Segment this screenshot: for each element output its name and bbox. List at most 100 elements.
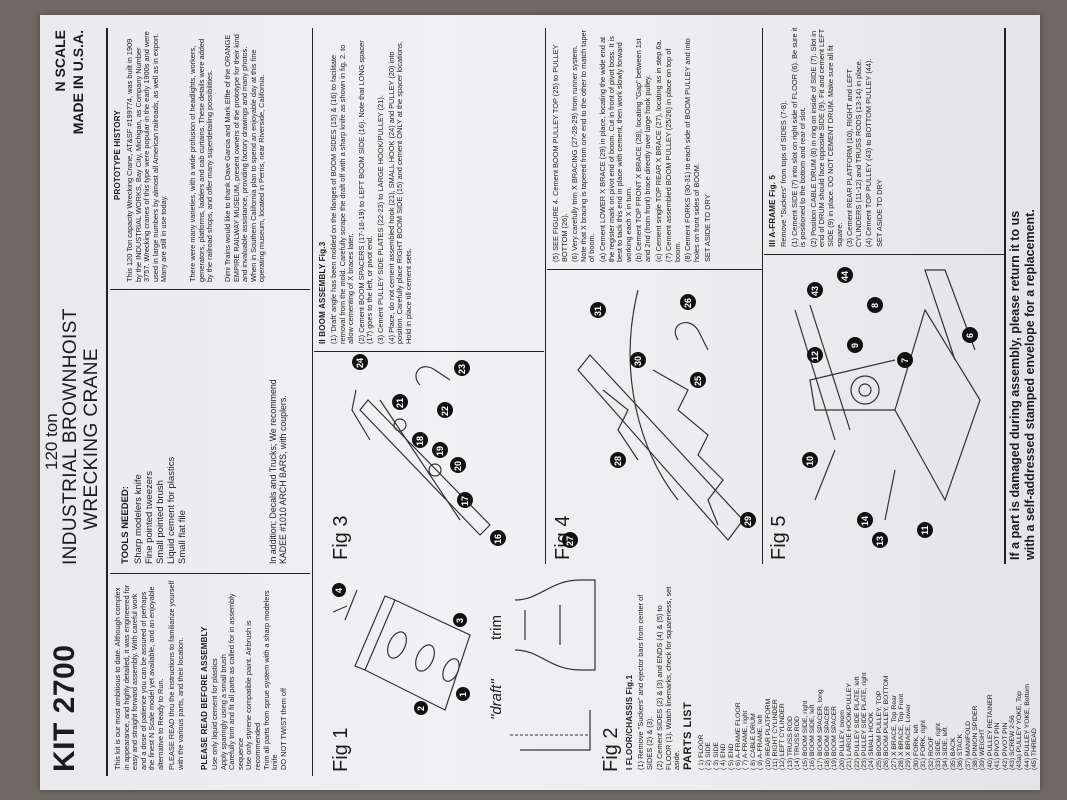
parts-list-item: (17) BOOM SPACER, long <box>816 689 824 770</box>
svg-text:2: 2 <box>416 706 426 711</box>
svg-text:21: 21 <box>395 398 405 408</box>
parts-list-item: (10) REAR PLATFORM <box>764 698 772 770</box>
parts-list-item: (32) ROOF <box>927 736 935 770</box>
callout-8: 8 <box>867 297 883 313</box>
parts-list-item: (29) X BRACE, Lower <box>905 703 913 770</box>
parts-list-item: (37) MANIFOLD <box>964 720 972 770</box>
parts-list-item: (40) PULLEY RETAINER <box>986 694 994 770</box>
step-item: (8) Cement FORKS (30-31) to each side of… <box>683 38 701 262</box>
step-item: (a) Cement LOWER X BRACE (29) in place, … <box>597 36 633 262</box>
title-tonnage: 120 ton <box>42 413 61 470</box>
parts-list-item: (31) FORK, right <box>920 720 928 770</box>
parts-list-title: PARTS LIST <box>682 701 694 770</box>
history-title: PROTOTYPE HISTORY <box>113 110 122 200</box>
parts-list-item: (14) TRUSS ROD <box>794 716 802 770</box>
intro-read-note: PLEASE READ thru the instructions to fam… <box>167 580 185 770</box>
made-in-label: MADE IN U.S.A. <box>70 30 86 135</box>
callout-17: 17 <box>457 492 473 508</box>
parts-list-item: (26) BOOM PULLEY, BOTTOM <box>883 675 891 770</box>
parts-list-item: (35) BACK <box>949 737 957 770</box>
step-item: (2) Cement BOOM SPACERS (17-18-19) to LE… <box>356 40 375 344</box>
parts-list-item: ( 9) A-FRAME, left <box>757 714 765 770</box>
step-item: (2) Cement SIDES (2) & (3) and ENDS (4) … <box>655 586 682 770</box>
svg-text:19: 19 <box>435 446 445 456</box>
parts-list-item: (19) BOOM SPACER <box>831 705 839 770</box>
parts-list-item: (18) BOOM SPACER <box>823 705 831 770</box>
row-rule-3 <box>762 28 764 564</box>
parts-list-item: (34) SIDE, left <box>942 727 950 770</box>
parts-list-item: (38) PINION SPIDER <box>972 705 980 770</box>
column-rule-4 <box>547 268 762 270</box>
svg-text:44: 44 <box>840 271 850 281</box>
title-sub: WRECKING CRANE <box>81 348 102 530</box>
section2b-steps: (5) SEE FIGURE 4. Cement BOOM PULLEY TOP… <box>551 28 714 262</box>
tool-item: Small pointed brush <box>155 480 166 564</box>
svg-text:12: 12 <box>810 351 820 361</box>
step-item: (6) Very carefully trim X BRACING (27-28… <box>570 29 597 262</box>
step-item: (b) Cement TOP FRONT X BRACE (28), locat… <box>634 38 652 262</box>
step-item: (3) Cement PULLEY SIDE PLATES (22-23) to… <box>375 95 385 344</box>
parts-list-item: ( 7) A-FRAME, right <box>742 710 750 770</box>
parts-list-item: (16) BOOM SIDE, left <box>809 704 817 770</box>
parts-list-item: (11) RIGHT CYLINDER <box>772 699 780 770</box>
parts-list-item: (23) PULLEY SIDE PLATE, right <box>860 672 868 770</box>
svg-text:30: 30 <box>633 356 643 366</box>
parts-list-item: ( 8) CABLE DRUM <box>749 713 757 770</box>
callout-14: 14 <box>857 512 873 528</box>
parts-list-item: (28) X BRACE, Top Front <box>897 693 905 770</box>
rotated-page: KIT 2700 120 ton INDUSTRIAL BROWNHOIST W… <box>40 15 1040 790</box>
callout-23: 23 <box>454 360 470 376</box>
tools-title: TOOLS NEEDED: <box>120 486 131 564</box>
callout-25: 25 <box>690 372 706 388</box>
fig1-label: Fig 1 <box>330 727 352 772</box>
svg-text:13: 13 <box>875 536 885 546</box>
callout-1: 1 <box>456 687 470 701</box>
callout-13: 13 <box>872 532 888 548</box>
footer-line-2: with a self-addressed stamped envelope f… <box>1023 209 1037 560</box>
svg-text:10: 10 <box>805 456 815 466</box>
parts-list-item: (25) BOOM PULLEY, TOP <box>875 690 883 770</box>
parts-list-item: (30) FORK, left <box>912 724 920 770</box>
step-item: (1) Remove "Suckers" and ejector bars fr… <box>636 594 654 770</box>
parts-list-items: ( 1) FLOOR( 2) SIDE( 3) SIDE( 4) END( 5)… <box>698 570 1039 770</box>
callout-7: 7 <box>897 352 913 368</box>
callout-21: 21 <box>392 394 408 410</box>
parts-list-item: (15) BOOM SIDE, right <box>801 700 809 771</box>
column-rule-2 <box>110 288 310 290</box>
step-item: (4) Cement TOP PULLEY (43) to BOTTOM PUL… <box>864 58 874 247</box>
history-para-3: Dimi Trains would like to thank Dave Gar… <box>223 34 267 282</box>
footer-line-1: If a part is damaged during assembly, pl… <box>1008 210 1022 560</box>
instruction-sheet: KIT 2700 120 ton INDUSTRIAL BROWNHOIST W… <box>40 15 1040 790</box>
title-main: INDUSTRIAL BROWNHOIST <box>60 308 81 565</box>
column-rule-1 <box>110 572 310 574</box>
callout-44: 44 <box>837 267 853 283</box>
callout-24: 24 <box>352 354 368 370</box>
step-item: Remove "Suckers" from tops of SIDES (7-8… <box>779 100 788 247</box>
callout-16: 16 <box>490 530 506 546</box>
tool-item: Fine pointed tweezers <box>144 471 155 564</box>
callout-12: 12 <box>807 347 823 363</box>
before-line: Trim all parts from sprue system with a … <box>261 590 280 770</box>
step-item: SET ASIDE TO DRY <box>874 179 884 247</box>
parts-list-item: ( 3) SIDE <box>712 742 720 770</box>
kit-number: KIT 2700 <box>48 644 81 772</box>
parts-list-item: ( 4) END <box>720 743 728 770</box>
svg-text:4: 4 <box>334 588 344 593</box>
callout-22: 22 <box>437 402 453 418</box>
parts-list-item: ( 1) FLOOR <box>698 734 705 771</box>
header-rule <box>106 28 108 776</box>
svg-text:7: 7 <box>900 358 910 363</box>
parts-list-item: (20) PULLEY, boom <box>838 710 846 770</box>
svg-text:17: 17 <box>460 496 470 506</box>
before-line: DO NOT TWIST them off <box>278 687 288 770</box>
svg-text:31: 31 <box>593 306 603 316</box>
parts-list-item: (33) SIDE, right <box>935 723 942 770</box>
step-item: (5) SEE FIGURE 4. Cement BOOM PULLEY TOP… <box>551 44 569 262</box>
svg-text:1: 1 <box>458 692 468 697</box>
svg-text:6: 6 <box>965 333 975 338</box>
before-assembly-title: PLEASE READ BEFORE ASSEMBLY <box>200 626 209 771</box>
svg-text:3: 3 <box>455 618 465 623</box>
svg-text:9: 9 <box>850 343 860 348</box>
tools-list: Sharp modelers knife Fine pointed tweeze… <box>133 457 188 564</box>
parts-list-item: (21) LARGE HOOK/PULLEY <box>846 683 854 770</box>
